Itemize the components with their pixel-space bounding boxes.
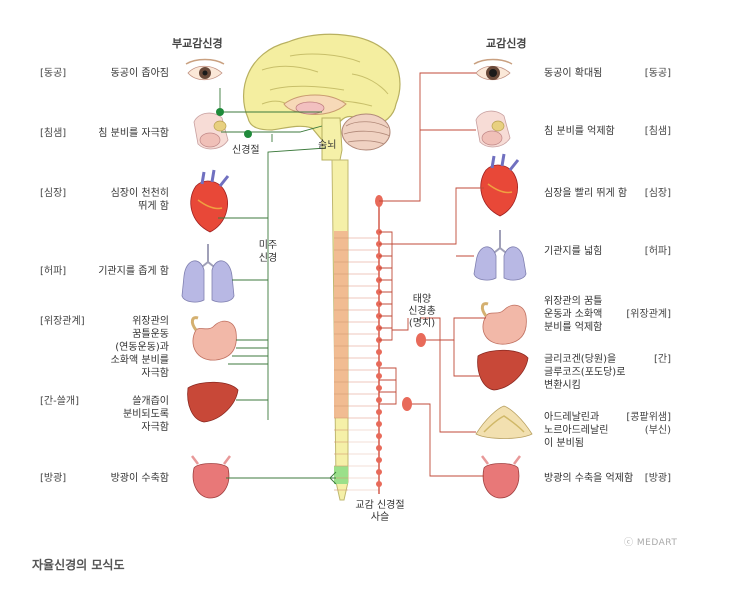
spinal-cord bbox=[321, 117, 379, 501]
medulla-label: 숨뇌 bbox=[318, 140, 337, 151]
credit: ⓒ MEDART bbox=[624, 538, 678, 548]
symp-effect-lung: 기관지를 넓힘 bbox=[544, 246, 603, 257]
symp-effect-liver-1: 글리코겐(당원)을 bbox=[544, 354, 617, 365]
symp-effect-gi-2: 운동과 소화액 bbox=[544, 309, 603, 320]
symp-ganglia bbox=[402, 333, 426, 411]
para-effect-pupil: 동공이 좁아짐 bbox=[110, 68, 169, 79]
liver-right bbox=[477, 349, 529, 391]
heart-right bbox=[480, 153, 520, 217]
chain-ganglion-dot bbox=[376, 469, 382, 475]
symp-organ-salivary: [침샘] bbox=[644, 126, 671, 137]
chain-ganglion-dot bbox=[376, 481, 382, 487]
symp-effect-gi-3: 분비를 억제함 bbox=[544, 322, 603, 333]
chain-ganglion-dot bbox=[376, 421, 382, 427]
para-effect-gi-2: 꿈틀운동 bbox=[132, 329, 169, 340]
symp-organ-adrenal: [콩팥위샘] bbox=[626, 412, 671, 423]
solar-plexus-label-2: 신경총 bbox=[408, 306, 436, 317]
symp-effect-heart: 심장을 빨리 뛰게 함 bbox=[544, 188, 628, 199]
para-effect-gi-4: 소화액 분비를 bbox=[110, 355, 169, 366]
stomach-right bbox=[480, 302, 527, 345]
adrenal-right bbox=[475, 405, 533, 439]
chain-ganglion-dot bbox=[376, 409, 382, 415]
symp-effect-adrenal-2: 노르아드레날린 bbox=[544, 425, 609, 436]
sympathetic-chain bbox=[375, 195, 383, 494]
para-organ-heart: [심장] bbox=[40, 188, 67, 199]
liver-left bbox=[187, 381, 239, 423]
symp-effect-adrenal-1: 아드레날린과 bbox=[544, 412, 600, 423]
chain-label-2: 사슬 bbox=[370, 512, 390, 523]
para-effect-heart-1: 심장이 천천히 bbox=[110, 188, 169, 199]
lungs-right bbox=[473, 230, 527, 281]
symp-organ-heart: [심장] bbox=[644, 188, 671, 199]
symp-organ-adrenal-2: (부신) bbox=[644, 425, 671, 436]
para-organ-gi: [위장관계] bbox=[40, 316, 85, 327]
parasympathetic-header: 부교감신경 bbox=[172, 37, 223, 50]
solar-plexus-label-1: 태양 bbox=[412, 294, 432, 305]
chain-label-1: 교감 신경절 bbox=[355, 500, 405, 511]
para-effect-liver-1: 쓸개즙이 bbox=[132, 396, 169, 407]
sympathetic-header: 교감신경 bbox=[486, 37, 527, 50]
para-ganglia bbox=[216, 108, 252, 138]
symp-effect-liver-2: 글루코즈(포도당)로 bbox=[544, 367, 626, 378]
chain-ganglion-dot bbox=[376, 397, 382, 403]
para-effect-liver-3: 자극함 bbox=[141, 422, 169, 433]
symp-organ-liver: [간] bbox=[653, 354, 671, 365]
bladder-right bbox=[481, 455, 521, 499]
eye-left bbox=[185, 58, 225, 81]
chain-ganglion-dot bbox=[376, 373, 382, 379]
symp-organ-gi: [위장관계] bbox=[626, 309, 671, 320]
para-organ-pupil: [동공] bbox=[40, 68, 67, 79]
para-effect-bladder: 방광이 수축함 bbox=[110, 473, 169, 484]
symp-effect-liver-3: 변환시킴 bbox=[544, 380, 581, 391]
symp-effect-adrenal-3: 이 분비됨 bbox=[544, 438, 584, 449]
symp-effect-pupil: 동공이 확대됨 bbox=[544, 68, 603, 79]
para-effect-gi-1: 위장관의 bbox=[132, 316, 169, 327]
para-organ-salivary: [침샘] bbox=[40, 128, 67, 139]
para-organ-liver: [간-쓸개] bbox=[40, 396, 80, 407]
ganglion-label: 신경절 bbox=[232, 145, 260, 156]
chain-ganglion-dot bbox=[376, 457, 382, 463]
brain bbox=[243, 33, 401, 141]
para-effect-gi-5: 자극함 bbox=[141, 368, 169, 379]
vagus-label-1: 미주 bbox=[258, 240, 278, 251]
vagus-label-2: 신경 bbox=[258, 253, 278, 264]
chain-ganglion-dot bbox=[376, 433, 382, 439]
symp-effect-gi-1: 위장관의 꿈틀 bbox=[544, 296, 603, 307]
chain-ganglion-dot bbox=[376, 361, 382, 367]
para-effect-heart-2: 뛰게 함 bbox=[138, 201, 169, 212]
chain-ganglion-dot bbox=[376, 385, 382, 391]
symp-organ-lung: [허파] bbox=[644, 246, 671, 257]
chain-ganglion-dot bbox=[376, 349, 382, 355]
para-effect-lung: 기관지를 좁게 함 bbox=[98, 266, 169, 277]
para-effect-liver-2: 분비되도록 bbox=[123, 409, 169, 420]
symp-organ-bladder: [방광] bbox=[644, 473, 671, 484]
para-effect-gi-3: (연동운동)과 bbox=[115, 342, 169, 353]
salivary-right bbox=[475, 110, 511, 148]
chain-ganglion-dot bbox=[376, 445, 382, 451]
para-organ-bladder: [방광] bbox=[40, 473, 67, 484]
eye-right bbox=[473, 58, 513, 81]
symp-effect-bladder: 방광의 수축을 억제함 bbox=[544, 473, 634, 484]
sympathetic-pathways bbox=[379, 72, 486, 477]
stomach-left bbox=[190, 316, 237, 361]
cerebellum bbox=[341, 113, 391, 151]
heart-left bbox=[190, 169, 230, 233]
symp-organ-pupil: [동공] bbox=[644, 68, 671, 79]
figure-caption: 자율신경의 모식도 bbox=[32, 558, 125, 572]
symp-effect-salivary: 침 분비를 억제함 bbox=[544, 126, 615, 137]
salivary-left bbox=[193, 112, 229, 150]
para-effect-salivary: 침 분비를 자극함 bbox=[98, 128, 169, 139]
para-organ-lung: [허파] bbox=[40, 266, 67, 277]
lungs-left bbox=[181, 244, 235, 303]
solar-plexus-label-3: (명치) bbox=[408, 318, 436, 329]
bladder-left bbox=[191, 455, 231, 499]
